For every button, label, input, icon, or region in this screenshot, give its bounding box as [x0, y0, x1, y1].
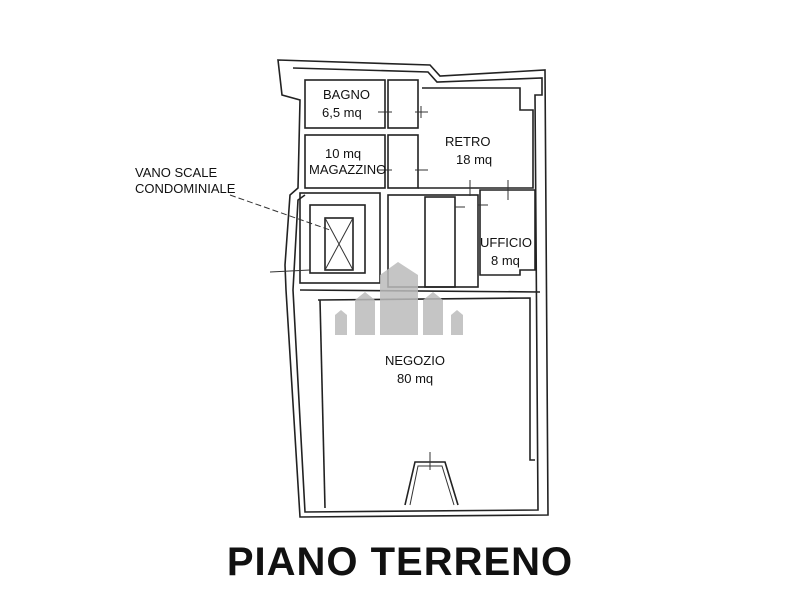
ufficio-area: 8 mq — [491, 253, 520, 268]
magazzino-label: MAGAZZINO — [309, 162, 386, 177]
door-marks — [269, 106, 509, 470]
retro-label: RETRO — [445, 134, 491, 149]
negozio-area: 80 mq — [397, 371, 433, 386]
internal-walls — [299, 79, 541, 509]
watermark-logo — [335, 262, 463, 335]
bagno-area: 6,5 mq — [322, 105, 362, 120]
retro-area: 18 mq — [456, 152, 492, 167]
outer-walls — [277, 59, 549, 518]
negozio-label: NEGOZIO — [385, 353, 445, 368]
magazzino-area: 10 mq — [325, 146, 361, 161]
page-title: PIANO TERRENO — [226, 540, 574, 584]
callout-line1: VANO SCALE — [135, 165, 217, 180]
ufficio-label: UFFICIO — [480, 235, 532, 250]
callout-line2: CONDOMINIALE — [135, 181, 236, 196]
bagno-label: BAGNO — [323, 87, 370, 102]
stair-lift-shaft — [229, 194, 366, 274]
